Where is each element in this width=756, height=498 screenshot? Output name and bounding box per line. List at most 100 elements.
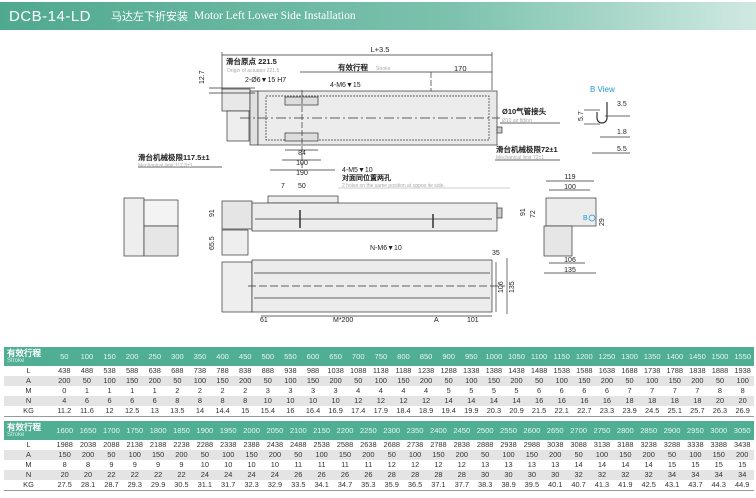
table-cell: 20: [53, 470, 77, 480]
table-cell: 150: [663, 376, 687, 386]
table-cell: 5: [469, 386, 474, 395]
table-cell: 200: [414, 376, 438, 386]
table-cell: 3438: [733, 440, 751, 449]
dim-61: 61: [260, 317, 268, 324]
table-cell: 23.3: [595, 406, 619, 417]
table-cell: 2638: [360, 440, 377, 449]
table-cell: 10: [200, 460, 209, 469]
table-cell: 200: [450, 450, 474, 460]
stroke-value: 2300: [380, 421, 404, 440]
row-label: A: [4, 450, 53, 460]
table-cell: 25.7: [686, 406, 709, 417]
table-cell: 100: [683, 450, 708, 460]
stroke-label-cn: 有效行程: [7, 347, 42, 358]
technical-drawing: L+3.5 滑台原点 221.5 Origin of actuator 221.…: [123, 45, 630, 324]
stroke-value: 2250: [356, 421, 381, 440]
table-cell: 738: [193, 366, 207, 375]
table-cell: 9: [179, 460, 184, 469]
table-cell: 1988: [56, 440, 73, 449]
end-dim-119: 119: [564, 174, 575, 181]
table-cell: 8: [233, 396, 257, 406]
table-cell: 29.9: [146, 480, 170, 491]
dim-50: 50: [298, 183, 306, 190]
table-cell: 11.6: [75, 406, 99, 417]
table-cell: 14: [437, 396, 460, 406]
table-cell: 10: [279, 396, 302, 406]
dim-m200: M*200: [333, 317, 353, 324]
stroke-label-en: Stroke: [7, 357, 25, 364]
table-cell: 50: [437, 376, 460, 386]
stroke-label-en: Stroke: [376, 66, 391, 72]
table-cell: 3: [288, 386, 293, 395]
table-cell: 100: [309, 450, 334, 460]
table-cell: 2738: [406, 440, 424, 449]
stroke-value: 1350: [640, 347, 664, 366]
table-cell: 26: [333, 470, 357, 480]
table-cell: 838: [239, 366, 252, 375]
table-cell: 50: [75, 376, 99, 386]
table-cell: 26: [286, 470, 310, 480]
dim-12-7: 12.7: [199, 70, 206, 84]
table-cell: 38.3: [473, 480, 497, 491]
table-cell: 12: [369, 396, 393, 406]
table-cell: 5: [514, 386, 519, 395]
table-cell: 22: [169, 470, 194, 480]
stroke-value: 1000: [482, 347, 506, 366]
stroke-value: 2700: [566, 421, 591, 440]
table-cell: 34.7: [333, 480, 357, 491]
stroke-value: 650: [324, 347, 347, 366]
table-cell: 2038: [79, 440, 97, 449]
end-view: [543, 180, 597, 274]
table-cell: 33.5: [286, 480, 310, 491]
row-label: M: [25, 386, 32, 395]
table-cell: 31.7: [216, 480, 240, 491]
table-cell: 50: [286, 450, 310, 460]
table-cell: 34: [660, 470, 684, 480]
table-cell: 14: [482, 396, 506, 406]
stroke-value: 2200: [333, 421, 357, 440]
title-cn: 马达左下折安装: [111, 10, 189, 23]
table-cell: 12: [457, 460, 466, 469]
table-cell: 988: [306, 366, 320, 375]
table-cell: 4: [53, 396, 76, 406]
pin-holes-label: 2-Ø6▼15 H7: [245, 77, 286, 84]
m5-holes-cn: 对面同位置两孔: [342, 173, 391, 182]
table-cell: 12.5: [120, 406, 144, 417]
mech-limit-right-cn: 滑台机械极限72±1: [496, 144, 558, 154]
stroke-value: 2850: [636, 421, 661, 440]
dim-106: 106: [498, 281, 505, 293]
table-cell: 11: [341, 460, 349, 469]
table-cell: 26.9: [731, 406, 754, 417]
table-cell: 3138: [593, 440, 611, 449]
table-cell: 12: [387, 460, 396, 469]
title-banner: DCB-14-LD 马达左下折安装 Motor Left Lower Side …: [0, 2, 756, 30]
table-cell: 10: [247, 460, 256, 469]
table-cell: 15: [691, 460, 700, 469]
table-cell: 2: [220, 386, 225, 395]
table-cell: 3: [333, 386, 338, 395]
table-cell: 2288: [196, 440, 214, 449]
table-cell: 11: [294, 460, 303, 469]
bottom-view: [221, 258, 508, 317]
table-cell: 38.9: [496, 480, 521, 491]
end-dim-29: 29: [599, 218, 606, 226]
table-cell: 27.5: [53, 480, 77, 491]
table-cell: 4: [378, 386, 383, 395]
table-cell: 1: [152, 386, 157, 395]
table-cell: 16: [595, 396, 619, 406]
table-cell: 6: [120, 396, 144, 406]
carriage-top: [284, 96, 319, 106]
table-cell: 13: [527, 460, 536, 469]
stroke-value: 850: [414, 347, 438, 366]
table-cell: 3: [265, 386, 270, 395]
table-cell: 28: [403, 470, 427, 480]
table-cell: 150: [53, 450, 77, 460]
table-cell: 2188: [149, 440, 167, 449]
table-cell: 13: [504, 460, 513, 469]
table-cell: 100: [590, 450, 614, 460]
